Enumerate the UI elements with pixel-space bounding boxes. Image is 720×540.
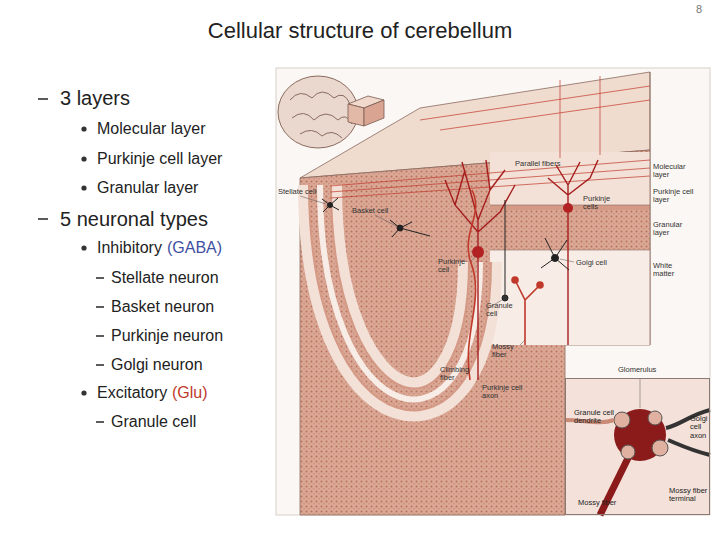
part-label: Golgi cell axon bbox=[690, 415, 712, 440]
bullet-item: Basket neuron bbox=[111, 297, 214, 316]
slide-title: Cellular structure of cerebellum bbox=[0, 18, 720, 44]
bullet-item: Purkinje cell layer bbox=[97, 149, 222, 168]
afferent-fibers bbox=[468, 190, 543, 380]
transmitter-tag: (GABA) bbox=[167, 238, 222, 257]
interneurons bbox=[322, 198, 569, 301]
bullet-item: Golgi neuron bbox=[111, 355, 203, 374]
part-label: Parallel fibers bbox=[515, 160, 575, 168]
transmitter-tag: (Glu) bbox=[172, 383, 208, 402]
part-label: Basket cell bbox=[352, 207, 412, 215]
folium bbox=[320, 185, 480, 399]
list-markers bbox=[38, 99, 104, 422]
part-label: Molecular layer bbox=[653, 163, 693, 180]
part-label: White matter bbox=[653, 262, 693, 279]
bullet-item: Excitatory bbox=[97, 383, 167, 402]
leader-lines bbox=[300, 196, 574, 345]
part-label: Purkinje cell bbox=[438, 258, 472, 275]
part-label: Stellate cell bbox=[278, 188, 338, 196]
bullet-item: Granule cell bbox=[111, 412, 196, 431]
illustration-frame bbox=[276, 68, 710, 515]
part-label: Purkinje cell axon bbox=[482, 384, 526, 401]
bullet-item: Molecular layer bbox=[97, 119, 205, 138]
parallel-fibers bbox=[330, 76, 650, 198]
part-label: Purkinje cell layer bbox=[653, 188, 697, 205]
bullet-heading: 5 neuronal types bbox=[60, 207, 208, 231]
inset-box: Granule cell dendrite Golgi cell axonMoss… bbox=[565, 378, 710, 515]
part-label: Purkinje cells bbox=[583, 195, 618, 212]
glomerulus-inset bbox=[565, 378, 710, 515]
part-label: Climbing fiber bbox=[440, 366, 474, 383]
part-label: Mossy fiber bbox=[578, 499, 638, 507]
part-label: Golgi cell bbox=[576, 259, 616, 267]
part-label: Granule cell dendrite bbox=[574, 409, 620, 426]
bullet-item: Inhibitory bbox=[97, 238, 162, 257]
part-label: Mossy fiber bbox=[492, 343, 522, 360]
brain-thumbnail bbox=[278, 76, 384, 148]
purkinje-cells bbox=[445, 160, 598, 380]
part-label: Mossy fiber terminal bbox=[669, 487, 709, 504]
bullet-item: Stellate neuron bbox=[111, 268, 219, 287]
bullet-item: Purkinje neuron bbox=[111, 326, 223, 345]
part-label: Granule cell bbox=[486, 302, 520, 319]
part-label: Glomerulus bbox=[618, 366, 668, 374]
bullet-item: Granular layer bbox=[97, 178, 198, 197]
part-label: Granular layer bbox=[653, 221, 693, 238]
bullet-heading: 3 layers bbox=[60, 86, 130, 110]
page-number: 8 bbox=[696, 3, 702, 16]
